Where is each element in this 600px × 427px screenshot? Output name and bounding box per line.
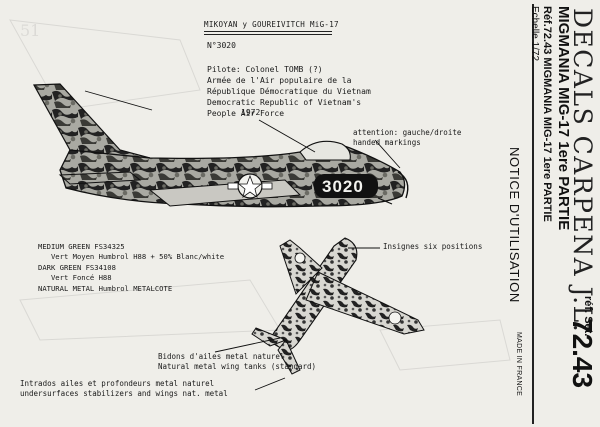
insignia-note: Insignes six positions (383, 242, 483, 251)
scale-label: Echelle 1/72 (529, 6, 540, 62)
pilot-line-5: People Air Force (207, 109, 285, 118)
made-in-label: MADE IN FRANCE (515, 332, 522, 397)
attention-line-2: handed markings (353, 138, 421, 147)
brand-name: DECALS CARPENA J.L. (568, 8, 597, 334)
pilot-year: 1972 (241, 108, 261, 117)
undersurfaces-line-1: Intrados ailes et profondeurs metal natu… (20, 379, 215, 388)
pilot-line-1: Pilote: Colonel TOMB (?) (207, 65, 323, 74)
aircraft-number: 3020 (322, 177, 364, 196)
decal-reference: N°3020 (207, 41, 236, 50)
color-dark-green-detail: Vert Foncé H88 (38, 273, 112, 283)
sidebar-divider (532, 4, 534, 424)
ref-prefix: réf. (582, 296, 594, 314)
pilot-info: Pilote: Colonel TOMB (?) Armée de l'Air … (207, 64, 371, 119)
undersurfaces-note: Intrados ailes et profondeurs metal natu… (20, 379, 228, 399)
color-medium-green: MEDIUM GREEN FS34325 (38, 242, 125, 251)
pilot-line-4: Democratic Republic of Vietnam's (207, 98, 362, 107)
color-medium-green-detail: Vert Moyen Humbrol H88 + 50% Blanc/white (38, 252, 225, 262)
notice-label: NOTICE D'UTILISATION (507, 147, 522, 303)
ref-number: 72.43 (567, 318, 598, 389)
attention-line-1: attention: gauche/droite (353, 128, 462, 137)
undersurfaces-line-2: undersurfaces stabilizers and wings nat.… (20, 389, 228, 398)
model-title: MIKOYAN y GOUREIVITCH MiG-17 (204, 20, 339, 29)
title-rule (204, 31, 332, 32)
wing-tanks-line-2: Natural metal wing tanks (standard) (158, 362, 317, 371)
color-dark-green: DARK GREEN FS34108 (38, 262, 116, 272)
set-title: MIGMANIA MIG-17 1ere PARTIE (555, 6, 572, 231)
pilot-line-2: Armée de l'Air populaire de la (207, 76, 352, 85)
color-key: MEDIUM GREEN FS34325 Vert Moyen Humbrol … (38, 242, 224, 294)
attention-note: attention: gauche/droite handed markings (353, 128, 461, 148)
svg-text:51: 51 (20, 21, 40, 40)
wing-tanks-line-1: Bidons d'ailes metal naturel (158, 352, 285, 361)
wing-tanks-note: Bidons d'ailes metal naturel Natural met… (158, 352, 316, 372)
title-rule-2 (204, 34, 332, 35)
pilot-line-3: République Démocratique du Vietnam (207, 87, 371, 96)
color-natural-metal: NATURAL METAL Humbrol METALCOTE (38, 283, 173, 293)
set-subtitle: Réf.72.43 MIGMANIA MIG-17 1ere PARTIE (541, 6, 553, 222)
